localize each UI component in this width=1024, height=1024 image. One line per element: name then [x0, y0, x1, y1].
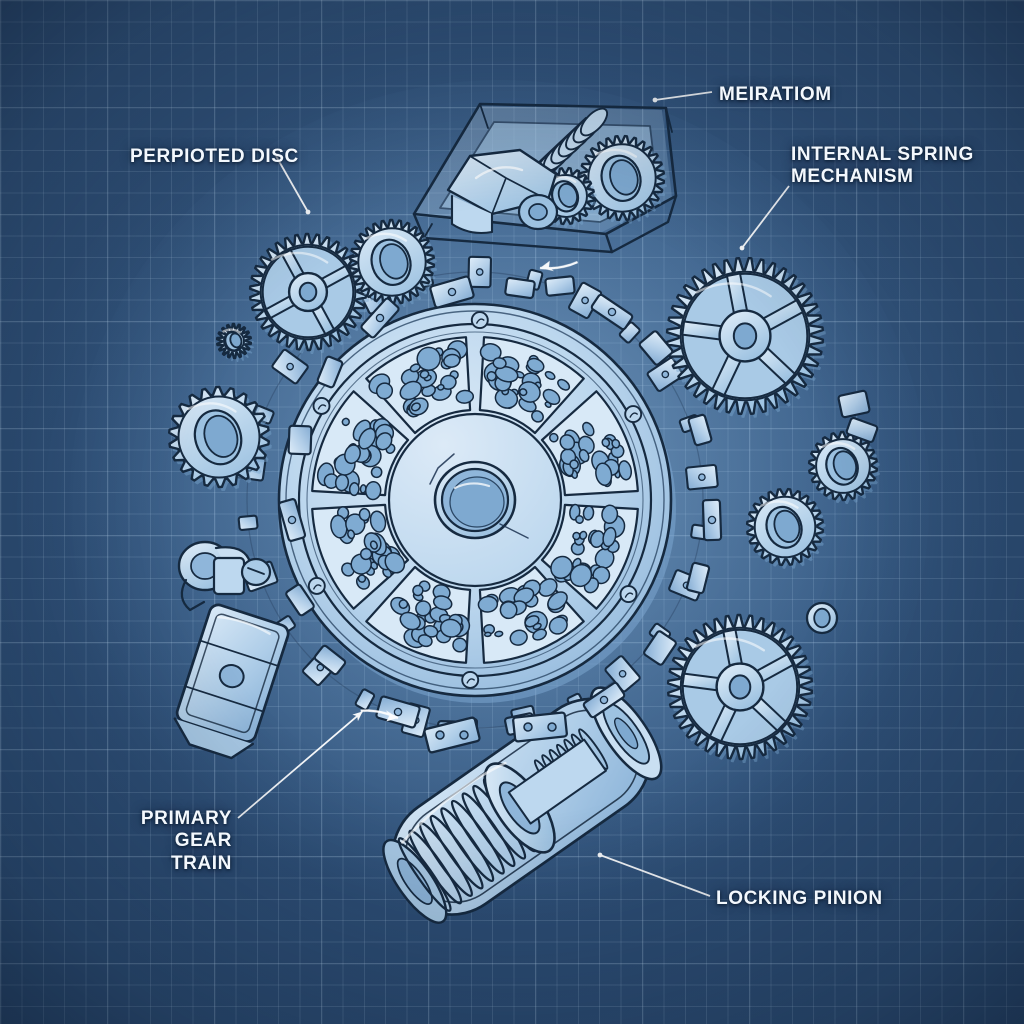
leader-perpioted-disc-dot — [305, 209, 311, 215]
outer-ring-segment — [237, 514, 259, 531]
label-internal-spring-mechanism[interactable]: INTERNAL SPRING MECHANISM — [791, 144, 974, 188]
label-primary-gear-train[interactable]: PRIMARY GEAR TRAIN — [140, 808, 232, 874]
part-bushing-right — [805, 601, 839, 635]
label-meiratiom[interactable]: MEIRATIOM — [719, 84, 832, 105]
leader-meiratiom-dot — [652, 97, 658, 103]
leader-internal-spring-dot — [739, 245, 745, 251]
linkage-block — [287, 424, 313, 456]
linkage-block — [504, 276, 536, 300]
linkage-block — [544, 275, 576, 297]
loose-plate — [512, 711, 568, 743]
label-locking-pinion[interactable]: LOCKING PINION — [716, 888, 883, 909]
linkage-block — [837, 389, 871, 419]
label-perpioted-disc[interactable]: PERPIOTED DISC — [130, 146, 299, 167]
leader-meiratiom — [654, 91, 713, 101]
leader-locking-pinion-dot — [597, 852, 603, 858]
